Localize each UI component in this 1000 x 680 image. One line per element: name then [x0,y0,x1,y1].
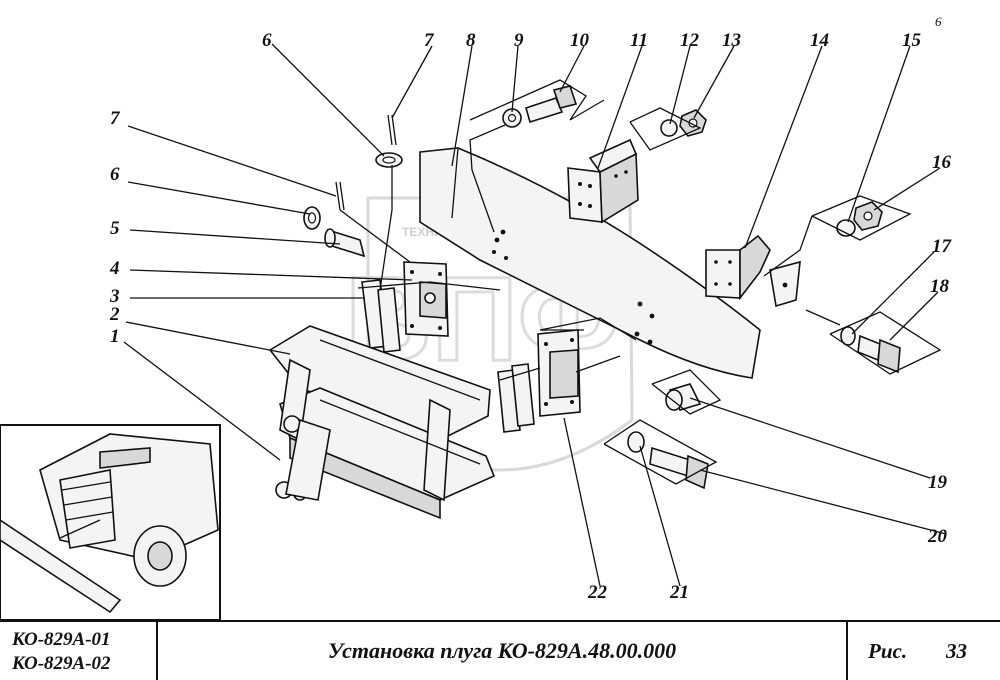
title-block: КО-829А-01 КО-829А-02 Установка плуга КО… [0,620,1000,680]
callout-16: 16 [932,152,952,173]
callout-9: 9 [514,30,524,51]
figure-reference: Рис. 33 [848,622,1000,680]
callout-18: 18 [930,276,950,297]
callout-21: 21 [669,582,689,603]
callout-2: 2 [109,304,120,325]
callout-4: 4 [109,258,120,279]
bracket-4 [403,261,449,337]
callout-14: 14 [810,30,829,51]
inset-truck-view [0,424,221,620]
link-plates [361,279,535,433]
callout-19: 19 [928,472,948,493]
callout-11: 11 [630,30,648,51]
bracket-11 [567,138,639,224]
push-frame [268,325,496,520]
model-name: КО-829А-02 [12,653,111,674]
exploded-assembly-diagram: ТЕХНИКА ЗАПЧАСТИ ВПФ 6 [0,14,953,620]
page-number: 6 [935,14,942,29]
callout-5: 5 [110,218,120,239]
assembly-lines [339,79,942,485]
figure-label: Рис. [868,639,908,663]
callout-6-top: 6 [262,30,272,51]
callout-6-left: 6 [110,164,120,185]
callout-12: 12 [680,30,700,51]
callout-17: 17 [932,236,953,257]
callout-numbers: 1 2 3 4 5 6 7 6 7 8 9 10 11 12 13 14 15 … [109,30,953,603]
callout-20: 20 [927,526,948,547]
callout-1: 1 [110,326,120,347]
callout-13: 13 [722,30,741,51]
callout-7-left: 7 [110,108,121,129]
model-name: КО-829А-01 [12,629,111,650]
callout-15: 15 [902,30,922,51]
callout-8: 8 [466,30,476,51]
drawing-title: Установка плуга КО-829А.48.00.000 [158,622,848,680]
leader-lines [123,43,947,587]
callout-7-top: 7 [424,30,435,51]
bracket-14 [705,234,801,308]
callout-22: 22 [587,582,608,603]
callout-10: 10 [570,30,590,51]
bracket-22 [537,329,581,417]
callout-3: 3 [109,286,120,307]
model-list: КО-829А-01 КО-829А-02 [0,622,158,680]
figure-number: 33 [946,639,967,663]
